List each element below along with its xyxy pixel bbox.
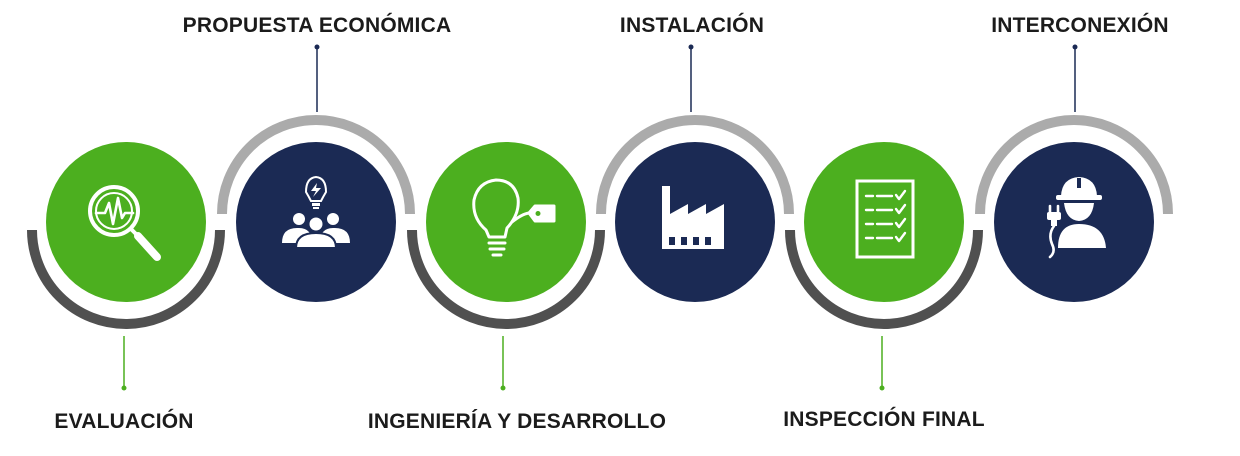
step-circle-6	[994, 142, 1154, 302]
magnifier-pulse-icon	[88, 185, 161, 261]
step-label-ingenieria-y-desarrollo: INGENIERÍA Y DESARROLLO	[367, 410, 667, 433]
step-circle-1	[46, 142, 206, 302]
step-circle-5	[804, 142, 964, 302]
step-label-instalacion: INSTALACIÓN	[619, 14, 765, 37]
leader-dot-3	[500, 385, 506, 391]
factory-icon	[662, 186, 724, 249]
step-label-interconexion: INTERCONEXIÓN	[991, 14, 1169, 37]
team-idea-bulb-icon	[282, 175, 350, 249]
arc-step-1	[27, 229, 225, 329]
leader-dot-1	[121, 385, 127, 391]
step-label-evaluacion: EVALUACIÓN	[54, 410, 194, 433]
step-circles	[46, 142, 1154, 302]
connector-arcs	[27, 115, 1173, 329]
leader-dot-6	[1072, 44, 1078, 50]
lightbulb-tag-icon	[472, 178, 556, 257]
arc-step-6	[975, 115, 1173, 215]
leader-lines	[121, 44, 1078, 391]
arc-step-5	[785, 229, 983, 329]
arc-step-2	[217, 115, 415, 215]
arc-step-3	[407, 229, 605, 329]
leader-dot-5	[879, 385, 885, 391]
checklist-icon	[855, 179, 915, 259]
worker-plug-icon	[1047, 177, 1106, 259]
leader-dot-2	[314, 44, 320, 50]
step-label-inspeccion-final: INSPECCIÓN FINAL	[783, 408, 985, 431]
arc-step-4	[596, 115, 794, 215]
step-label-propuesta-economica: PROPUESTA ECONÓMICA	[182, 14, 452, 37]
step-circle-3	[426, 142, 586, 302]
leader-dot-4	[688, 44, 694, 50]
